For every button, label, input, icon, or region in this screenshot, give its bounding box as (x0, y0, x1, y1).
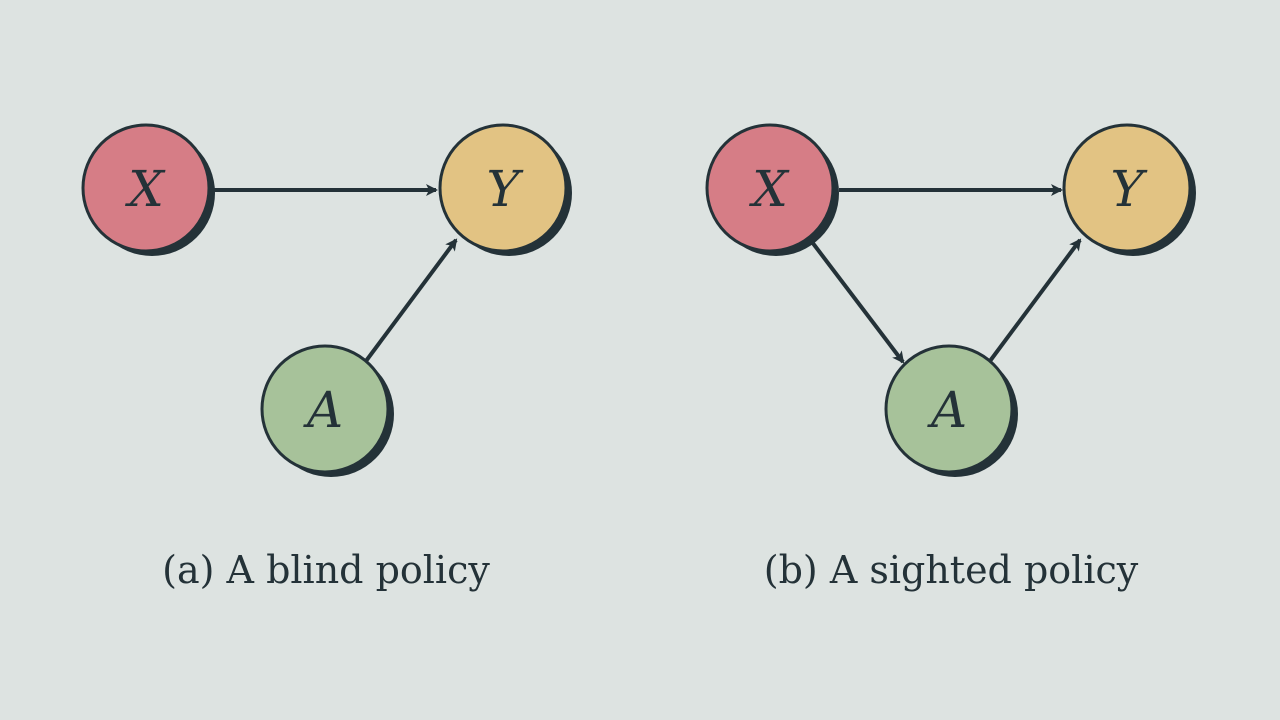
node-y-label: Y (1110, 160, 1147, 218)
edge-x-to-a (810, 240, 905, 364)
node-x: X (81, 123, 215, 256)
node-a: A (884, 344, 1018, 477)
node-x: X (705, 123, 839, 256)
node-a: A (260, 344, 394, 477)
edge-a-to-y (364, 238, 458, 363)
node-y-label: Y (486, 160, 523, 218)
diagram-blind-policy: X Y A (a) A blind policy (81, 123, 572, 592)
caption-sighted-policy: (b) A sighted policy (764, 548, 1139, 592)
node-a-label: A (927, 381, 967, 439)
node-x-label: X (124, 160, 166, 218)
node-y: Y (438, 123, 572, 256)
node-y: Y (1062, 123, 1196, 256)
node-x-label: X (748, 160, 790, 218)
edge-a-to-y (988, 238, 1082, 363)
diagram-sighted-policy: X Y A (b) A sighted policy (705, 123, 1196, 592)
node-a-label: A (303, 381, 343, 439)
caption-blind-policy: (a) A blind policy (162, 548, 490, 592)
